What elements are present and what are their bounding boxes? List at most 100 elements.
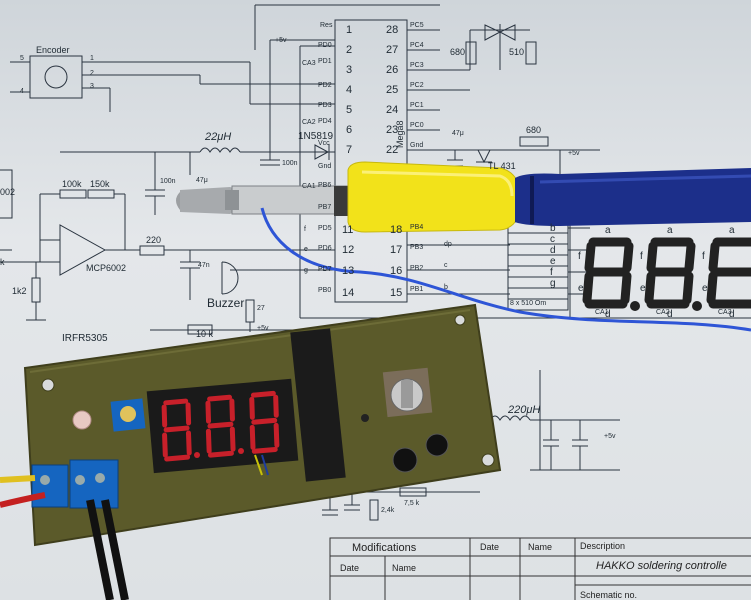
res-680-top: 680 [450,47,466,57]
left-k-label: k [0,257,5,267]
mcu-pin-24: 24 [386,104,399,116]
pin-label-res: Res [320,22,333,29]
disp-seg-f3: f [702,251,705,262]
mcu-pin-13: 13 [342,265,355,277]
cap-47u-left: 47μ [196,177,208,184]
pin-label-pd1: PD1 [318,58,332,65]
disp-seg-f1: f [578,251,581,262]
net-ca1-display: CA1 [595,309,609,316]
inductor-bottom-label: 220μH [508,404,541,416]
tb-name-head: Name [528,542,553,552]
pin-label-pb7: PB7 [318,204,332,211]
pin-label-gnd: Gnd [318,163,332,170]
enc-pin-5: 5 [20,55,24,62]
tb-date-head: Date [480,542,500,552]
seg-label-f: f [550,267,553,278]
pin-label-pd2: PD2 [318,82,332,89]
mcu-pin-14: 14 [342,287,355,299]
opamp-label: MCP6002 [86,263,127,273]
enc-pin-2: 2 [90,70,94,77]
pin-label-pb2: PB2 [410,265,424,272]
cap-100n-left: 100n [160,178,176,185]
mcu-pin-4: 4 [346,84,353,96]
seg-label-c: c [550,234,555,245]
disp-seg-e2: e [640,283,646,294]
res-220-label: 220 [146,235,162,245]
tb-name: Name [392,563,417,573]
mcu-pin-26: 26 [386,64,399,76]
cap-47n-label: 47n [198,262,210,269]
pin-label-pb0: PB0 [318,287,332,294]
mcu-pin-28: 28 [386,24,399,36]
schematic-display [569,217,751,319]
pin-label-pc3: PC3 [410,62,424,69]
tb-title: HAKKO soldering controlle [596,560,727,572]
mcu-pin-27: 27 [386,44,399,56]
tb-schematic-no: Schematic no. [580,590,638,600]
mcu-pin-17: 17 [390,244,403,256]
pin-label-pd4: PD4 [318,118,332,125]
supply-right: +5v [568,150,580,157]
encoder-knob [44,65,68,89]
pin-label-pd7: PD7 [318,266,332,273]
net-b: b [444,284,448,291]
pin-label-pc4: PC4 [410,42,424,49]
encoder-symbol [29,55,83,99]
pin-label-vcc: Vcc [318,140,330,147]
net-ca2: CA2 [302,119,316,126]
pin-label-pb1: PB1 [410,286,424,293]
mcu-pin-3: 3 [346,64,353,76]
diode-label: 1N5819 [298,131,334,142]
soldering-iron [176,161,751,233]
disp-seg-f2: f [640,251,643,262]
mcu-pin-18: 18 [390,224,403,236]
net-e: e [304,246,308,253]
title-block-frame [329,537,751,600]
seg-label-d: d [550,245,556,256]
res-27-label: 27 [257,305,265,312]
res-1k2-label: 1k2 [12,286,27,296]
seg-label-e: e [550,256,556,267]
mcu-pin-22: 22 [386,144,399,156]
left-partial-label: 002 [0,187,16,197]
disp-seg-e1: e [578,283,584,294]
supply-buzzer: +5v [257,325,269,332]
res-10k-label: 10 k [196,329,214,339]
mcu-name: Mega8 [395,120,405,148]
mcu-pin-16: 16 [390,265,403,277]
pin-label-pd5: PD5 [318,225,332,232]
res-150k-label: 150k [90,179,110,189]
net-dp: dp [444,241,452,248]
pin-label-pd3: PD3 [318,102,332,109]
net-ca1: CA1 [302,183,316,190]
cap-100n-mid: 100n [282,160,298,167]
enc-pin-1: 1 [90,55,94,62]
tb-date: Date [340,563,360,573]
mcu-pin-23: 23 [386,124,399,136]
res-680-right: 680 [526,125,542,135]
pin-label-pc5: PC5 [410,22,424,29]
enc-pin-3: 3 [90,83,94,90]
mcu-pin-6: 6 [346,124,353,136]
res-array-label: 8 x 510 Om [510,300,547,307]
inductor-top-label: 22μH [205,131,232,143]
mcu-pin-5: 5 [346,104,353,116]
mcu-pin-2: 2 [346,44,353,56]
mcu-pin-11: 11 [342,224,354,236]
pin-label-gnd-right: Gnd [410,142,424,149]
disp-seg-d2: d [667,309,673,320]
supply-bottom: +5v [604,433,616,440]
net-f: f [304,226,306,233]
buzzer-label: Buzzer [207,296,245,310]
pin-label-pc1: PC1 [410,102,424,109]
opamp-symbol [59,224,107,276]
cap-47u-top: 47μ [452,130,464,137]
tb-description: Description [580,541,626,551]
res-100k-label: 100k [62,179,82,189]
enc-pin-4: 4 [20,88,24,95]
pin-label-pb6: PB6 [318,182,332,189]
supply-top: +5v [275,37,287,44]
seg-label-b: b [550,223,556,234]
regulator-label: TL 431 [488,161,516,171]
